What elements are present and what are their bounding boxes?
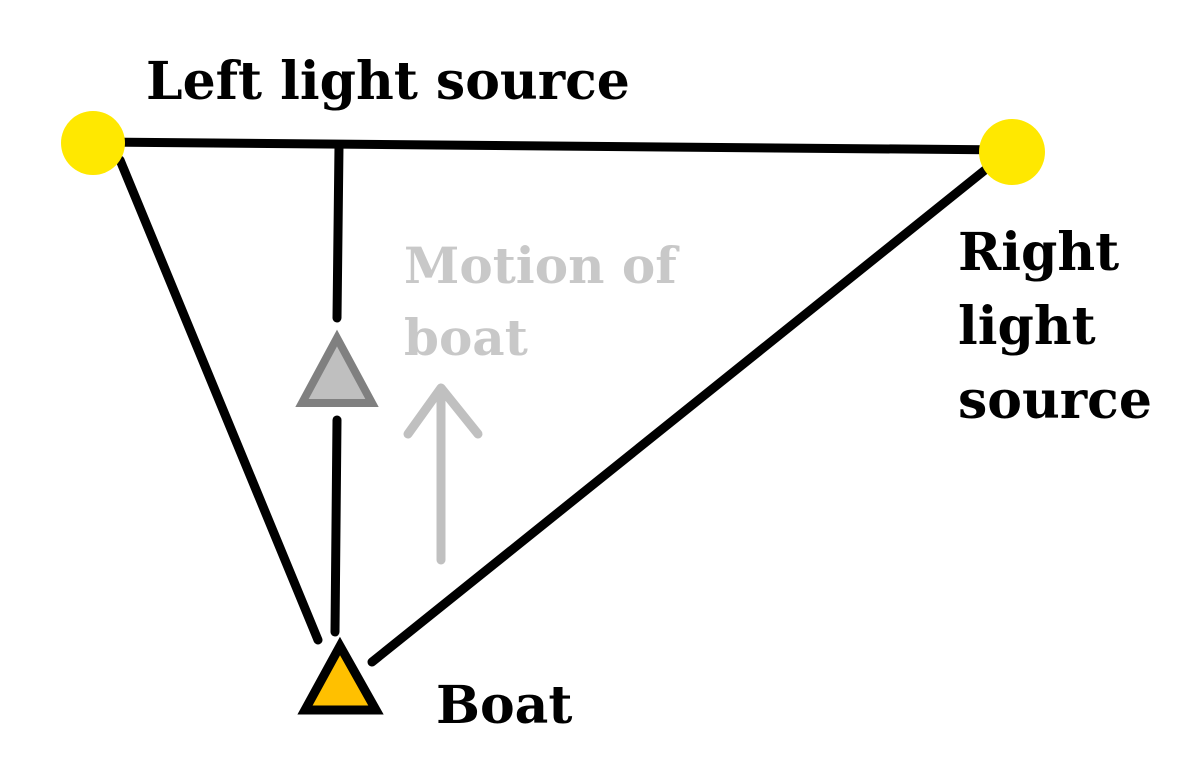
motion-of-boat-label-line-2: boat bbox=[404, 308, 528, 367]
right-light-source-circle-icon bbox=[979, 119, 1045, 185]
right-light-source-label-line-2: light bbox=[958, 296, 1096, 357]
motion-of-boat-label: Motion of boat bbox=[404, 230, 677, 374]
motion-arrow-icon bbox=[403, 383, 483, 565]
left-light-source-label: Left light source bbox=[146, 51, 630, 112]
line-left-light-to-boat bbox=[115, 155, 323, 645]
line-vertical-lower bbox=[330, 415, 342, 637]
line-between-light-sources bbox=[88, 137, 1017, 155]
boat-ghost-triangle-icon bbox=[295, 329, 379, 407]
line-vertical-upper bbox=[332, 141, 344, 323]
boat-label: Boat bbox=[436, 675, 573, 736]
right-light-source-label-line-3: source bbox=[958, 370, 1152, 431]
boat-triangle-icon bbox=[297, 636, 384, 715]
right-light-source-label: Right light source bbox=[958, 216, 1152, 438]
right-light-source-label-line-1: Right bbox=[958, 222, 1120, 283]
motion-of-boat-label-line-1: Motion of bbox=[404, 236, 677, 295]
left-light-source-circle-icon bbox=[61, 111, 125, 175]
line-right-light-to-boat bbox=[367, 165, 990, 667]
